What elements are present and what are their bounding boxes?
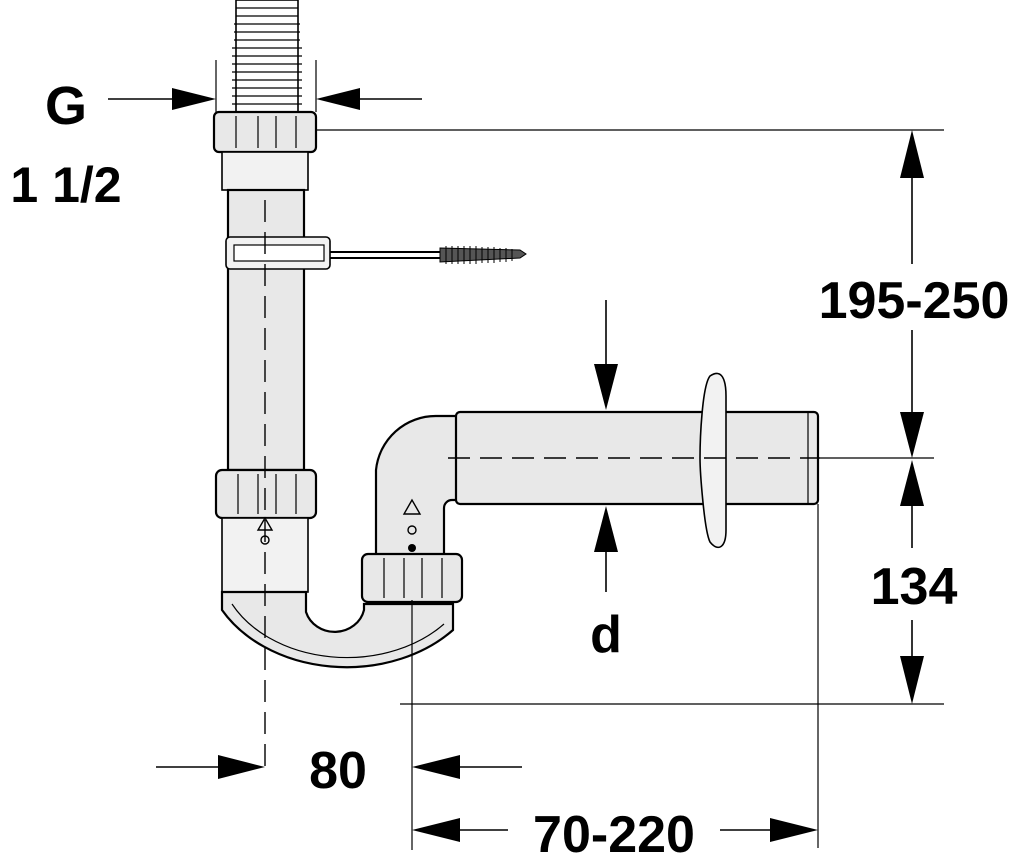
- top-nut: [212, 110, 318, 154]
- pipe-diameter-label: d: [590, 606, 622, 664]
- corrugated-hose: [232, 0, 302, 113]
- wall-clamp: [225, 236, 440, 270]
- wall-distance-label: 70-220: [533, 806, 695, 864]
- trap-offset-label: 80: [309, 742, 367, 800]
- wall-rosette: [699, 372, 727, 549]
- screw-icon: [439, 246, 527, 264]
- center-lines: [264, 200, 820, 850]
- outlet-height-label: 134: [871, 558, 958, 616]
- flow-direction-icon: [402, 498, 422, 552]
- height-dimension: [316, 129, 944, 458]
- thread-size-label: 1 1/2: [10, 157, 121, 213]
- wall-distance-dimension: [412, 504, 819, 848]
- trap-offset-dimension: [156, 755, 522, 779]
- thread-dimension: [108, 60, 422, 112]
- height-range-label: 195-250: [819, 272, 1010, 330]
- u-bend: [220, 590, 455, 669]
- left-union-nut: [214, 468, 318, 520]
- outlet-height-dimension: [400, 457, 944, 705]
- right-union-nut: [360, 552, 464, 604]
- thread-letter-label: G: [45, 76, 87, 136]
- right-riser: [374, 414, 460, 558]
- outlet-pipe: [454, 410, 820, 506]
- diameter-dimension: [594, 300, 618, 592]
